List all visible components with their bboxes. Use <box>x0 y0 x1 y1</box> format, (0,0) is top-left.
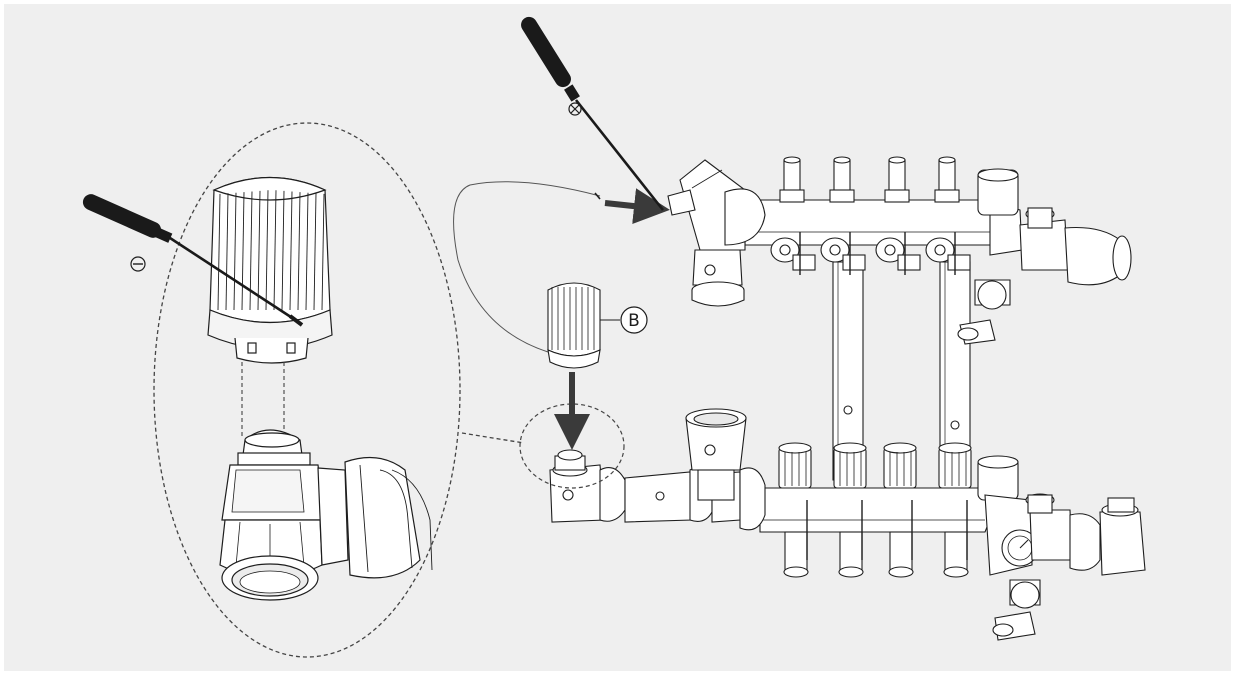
flathead-screwdriver-icon <box>82 194 304 327</box>
crosshead-sign-icon <box>568 102 582 116</box>
capillary-tube <box>453 181 601 353</box>
thermostatic-head-icon <box>207 177 333 364</box>
upper-manifold-bar <box>667 156 1132 345</box>
mounting-brackets <box>832 261 971 481</box>
callout-b: B <box>600 306 648 334</box>
zoom-detail-callout <box>82 122 525 658</box>
callout-label: B <box>628 311 640 331</box>
minus-sign-icon <box>130 256 146 272</box>
valve-body-detail <box>219 429 433 601</box>
zoom-leader-line <box>461 432 525 444</box>
lower-manifold-bar <box>549 408 1146 641</box>
arrow-icon-insert <box>604 188 670 224</box>
valve-highlight-circle <box>519 403 625 489</box>
thermostatic-head-small-icon <box>547 282 601 369</box>
zoom-ellipse-outline <box>153 122 461 658</box>
manifold-icon <box>453 156 1146 641</box>
background-panel <box>4 4 1231 671</box>
alignment-guide-lines <box>241 362 285 437</box>
crosshead-screwdriver-icon <box>521 16 665 211</box>
